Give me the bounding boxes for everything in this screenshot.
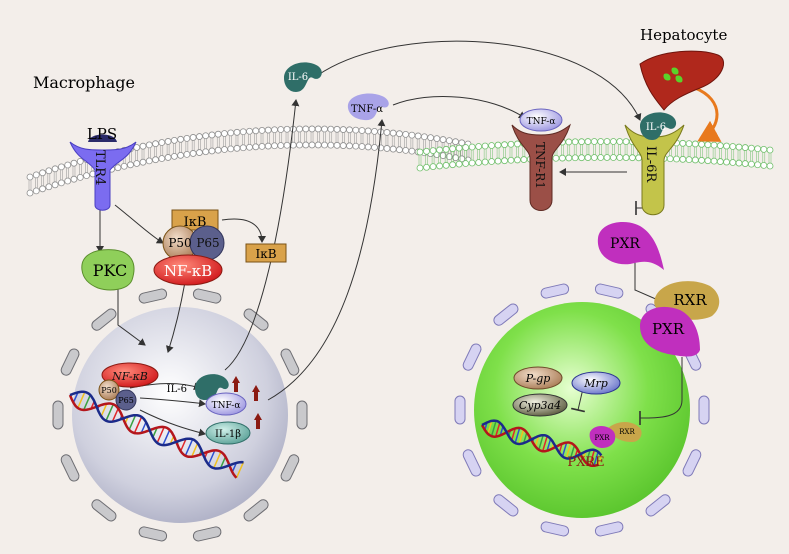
mrp-label: Mrp [583,377,608,390]
bound-il6-label: IL-6 [646,122,666,133]
tlr4-label: TLR4 [92,150,107,185]
pgp-label: P-gp [525,372,551,385]
pkc-label: PKC [93,261,128,280]
macrophage-label: Macrophage [33,73,135,92]
nuclear-nfkb-label: NF-κB [111,370,148,383]
secreted-tnfa-label: TNF-α [351,104,383,115]
nuclear-p50-label: P50 [101,386,117,395]
orange-arrow-icon [695,88,717,140]
nuclear-rxr-label: RXR [619,428,635,436]
pxre-label: PXRE [567,455,604,470]
cyp3a4-label: Cyp3a4 [519,399,561,412]
nfkb-label: NF-κB [164,262,212,280]
tnfr1-label: TNF-R1 [533,142,547,189]
pxr-label: PXR [610,236,640,252]
macrophage-nucleus [53,288,307,542]
il6r-label: IL-6R [643,146,658,183]
ikb-free-label: IκB [255,247,276,261]
complex-pxr-label: PXR [652,320,685,338]
liver-icon [640,51,724,110]
complex-rxr-label: RXR [673,291,707,309]
secreted-il6-label: IL-6 [288,72,308,83]
nuclear-il6-label: IL-6 [167,384,187,395]
nuclear-il1b-label: IL-1β [215,429,241,440]
p50-label: P50 [168,236,191,250]
nuclear-pxr-label: PXR [595,434,611,442]
p65-label: P65 [196,236,219,250]
bound-tnfa-label: TNF-α [527,117,556,127]
lps-label: LPS [87,125,117,143]
hepatocyte-label: Hepatocyte [640,26,727,44]
nuclear-tnfa-label: TNF-α [212,401,241,411]
nuclear-p65-label: P65 [118,396,134,405]
